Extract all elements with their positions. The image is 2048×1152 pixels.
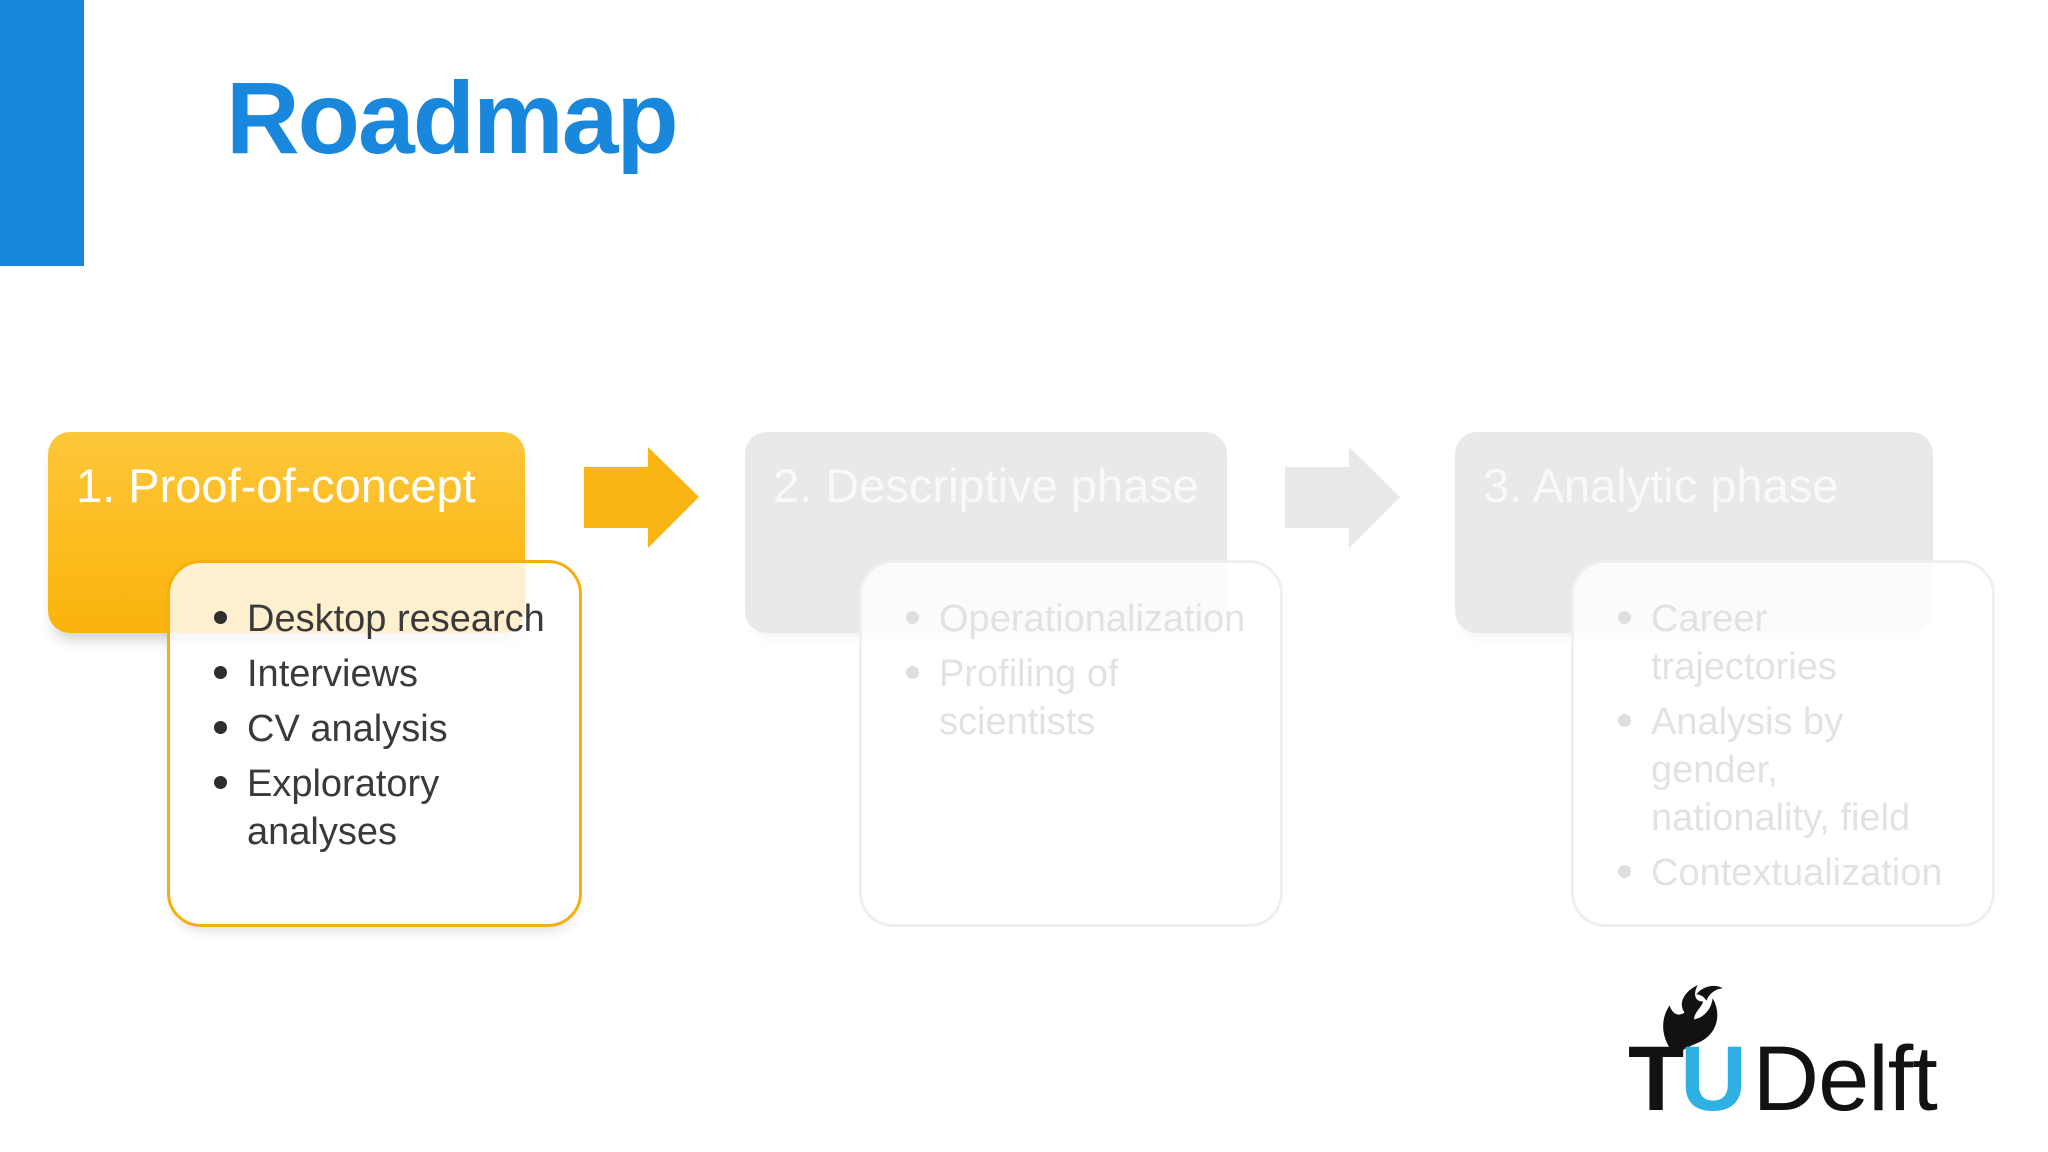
bullet-item: Exploratory analyses [214, 760, 545, 856]
tudelft-tu: TU [1628, 1028, 1747, 1130]
bullet-item: Desktop research [214, 595, 545, 643]
bullet-item: Operationalization [906, 595, 1245, 643]
arrow-right-icon-2 [1285, 447, 1400, 548]
phase-3-title: 3. Analytic phase [1483, 459, 1839, 512]
bullet-item: Analysis by gender, nationality, field [1618, 698, 1951, 842]
arrow-right-icon-1 [584, 447, 699, 548]
page-title: Roadmap [226, 61, 679, 175]
tudelft-flame-icon [1663, 985, 1723, 1057]
bullet-item: CV analysis [214, 705, 545, 753]
phase-2-title: 2. Descriptive phase [773, 459, 1199, 512]
tudelft-delft: Delft [1752, 1028, 1938, 1130]
bullet-item: Interviews [214, 650, 545, 698]
bullet-item: Career trajectories [1618, 595, 1951, 691]
phase-1-title: 1. Proof-of-concept [76, 459, 476, 512]
bullet-item: Contextualization [1618, 849, 1951, 897]
accent-bar [0, 0, 84, 266]
bullet-item: Profiling of scientists [906, 650, 1239, 746]
